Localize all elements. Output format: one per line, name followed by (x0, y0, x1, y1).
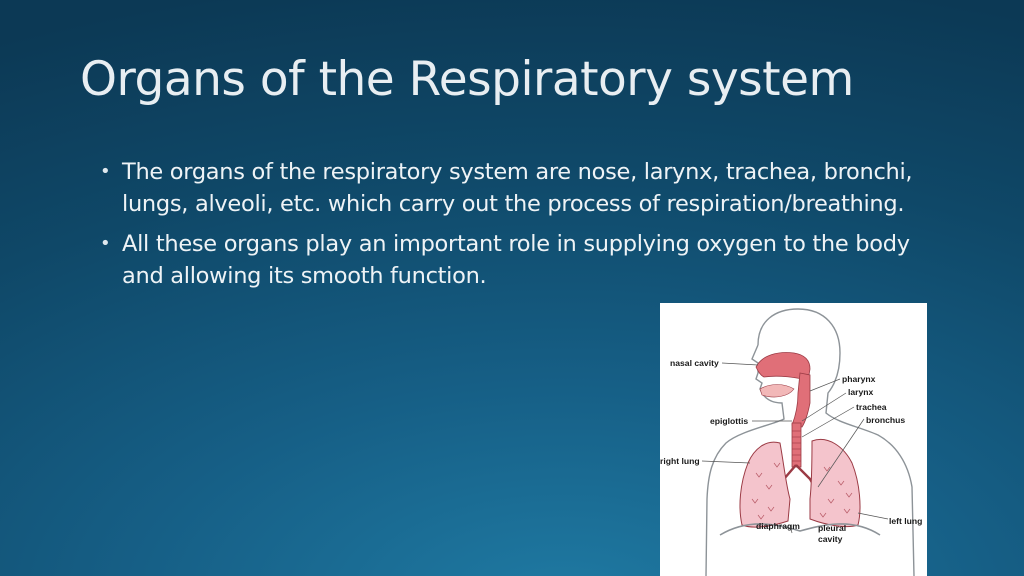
bullet-icon: • (100, 233, 111, 254)
trachea (791, 422, 802, 468)
label-larynx: larynx (848, 387, 874, 397)
pharynx (791, 372, 811, 428)
label-epiglottis: epiglottis (710, 416, 748, 426)
slide-title: Organs of the Respiratory system (80, 52, 854, 107)
label-nasal-cavity: nasal cavity (670, 358, 719, 368)
trachea-rings (792, 430, 801, 462)
diaphragm (719, 523, 881, 536)
respiratory-diagram-illustration: nasal cavity pharynx larynx trachea bron… (660, 308, 922, 576)
bullet-text: All these organs play an important role … (122, 231, 910, 289)
mouth (759, 384, 795, 398)
label-right-lung: right lung (660, 456, 700, 466)
label-trachea: trachea (856, 402, 887, 412)
bullet-list: • The organs of the respiratory system a… (100, 156, 945, 300)
label-cavity: cavity (818, 534, 843, 544)
right-lung (739, 441, 791, 528)
label-pharynx: pharynx (842, 374, 876, 384)
bullet-icon: • (100, 161, 111, 182)
leader-lines (701, 362, 889, 534)
bullet-text: The organs of the respiratory system are… (122, 159, 913, 217)
label-pleural: pleural (818, 523, 846, 533)
bullet-item: • The organs of the respiratory system a… (100, 156, 945, 220)
label-bronchus: bronchus (866, 415, 905, 425)
left-lung (809, 439, 861, 528)
respiratory-diagram: nasal cavity pharynx larynx trachea bron… (660, 303, 927, 576)
label-left-lung: left lung (889, 516, 922, 526)
body-outline (705, 308, 915, 576)
alveoli-marks (751, 462, 853, 520)
bullet-item: • All these organs play an important rol… (100, 228, 945, 292)
label-diaphragm: diaphragm (756, 521, 800, 531)
